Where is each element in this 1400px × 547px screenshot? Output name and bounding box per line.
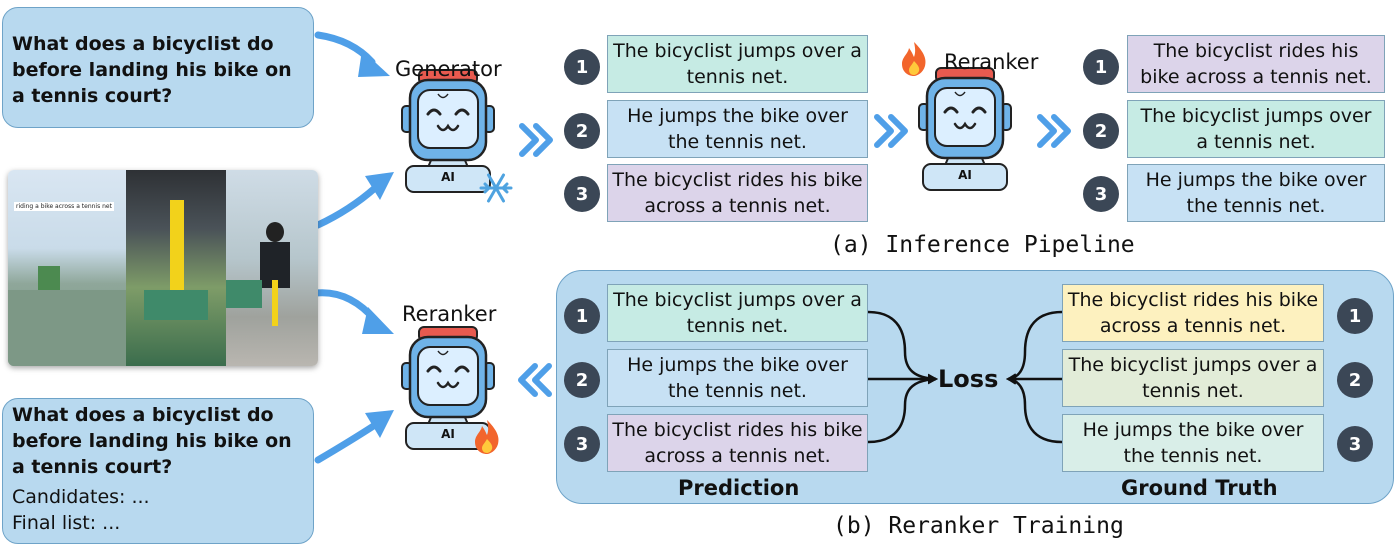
query-bottom-question: What does a bicyclist do before landing … [12,404,292,478]
gen-candidate-3: The bicyclist rides his bike across a te… [607,164,868,222]
pred-candidate-1: The bicyclist jumps over a tennis net. [607,284,868,342]
gt-rank-1: 1 [1337,298,1373,334]
reranker-label-inference: Reranker [944,50,1039,74]
training-caption: (b) Reranker Training [833,513,1124,539]
gt-candidate-2: The bicyclist jumps over a tennis net. [1062,349,1324,407]
inference-caption: (a) Inference Pipeline [830,232,1135,258]
rerank-candidate-2: The bicyclist jumps over a tennis net. [1127,100,1385,158]
rerank-rank-1: 1 [1083,49,1119,85]
video-frame-2 [126,170,226,366]
rerank-candidate-1: The bicyclist rides his bike across a te… [1127,35,1385,93]
rerank-candidate-3: He jumps the bike over the tennis net. [1127,164,1385,222]
video-frame-1: riding a bike across a tennis net [8,170,126,366]
query-box-bottom [2,398,314,544]
loss-label: Loss [938,365,999,393]
pred-rank-2: 2 [564,362,600,398]
generator-robot-badge: AI [441,170,455,184]
gen-candidate-2: He jumps the bike over the tennis net. [607,100,868,158]
gt-candidate-1: The bicyclist rides his bike across a te… [1062,284,1324,342]
generator-label: Generator [395,57,502,81]
rerank-rank-3: 3 [1083,176,1119,212]
query-bottom-final-list: Final list: ... [12,512,121,534]
query-box-top [2,7,314,128]
video-overlay-text: riding a bike across a tennis net [14,202,114,211]
gt-rank-3: 3 [1337,426,1373,462]
query-bottom-candidates: Candidates: ... [12,486,150,508]
gen-rank-1: 1 [564,49,600,85]
video-frames: riding a bike across a tennis net [8,170,318,366]
training-robot-badge: AI [441,427,455,441]
pred-candidate-2: He jumps the bike over the tennis net. [607,349,868,407]
gen-candidate-1: The bicyclist jumps over a tennis net. [607,35,868,93]
gen-rank-3: 3 [564,176,600,212]
pred-candidate-3: The bicyclist rides his bike across a te… [607,414,868,472]
gt-candidate-3: He jumps the bike over the tennis net. [1062,414,1324,472]
rerank-rank-2: 2 [1083,113,1119,149]
gen-rank-2: 2 [564,113,600,149]
ground-truth-label: Ground Truth [1121,476,1278,500]
query-top-text: What does a bicyclist do before landing … [12,33,292,107]
reranker-label-training: Reranker [402,302,497,326]
pred-rank-3: 3 [564,426,600,462]
reranker-robot-badge: AI [958,168,972,182]
prediction-label: Prediction [678,476,800,500]
chevron-arrows [518,114,1071,397]
pred-rank-1: 1 [564,298,600,334]
video-frame-3 [226,170,318,366]
gt-rank-2: 2 [1337,362,1373,398]
